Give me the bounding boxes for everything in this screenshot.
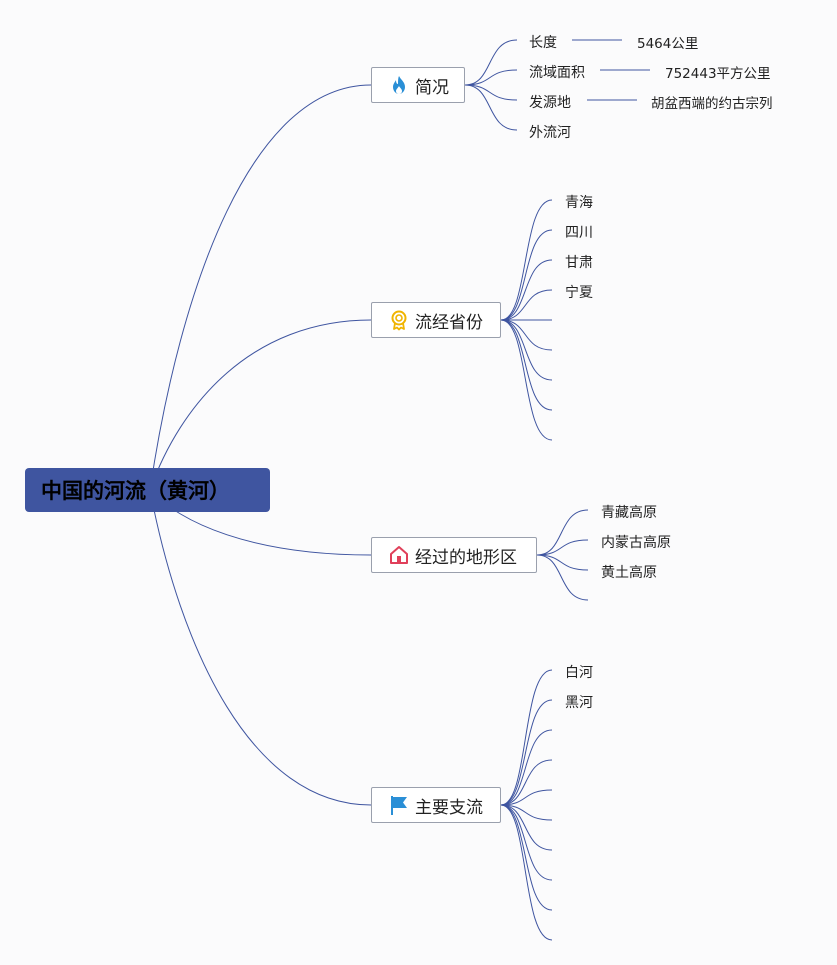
leaf-connector [500,319,553,411]
leaf-connector [500,804,553,941]
root-topic[interactable]: 中国的河流（黄河） [25,468,270,512]
leaf-connector [500,804,553,881]
leaf-connector [464,84,518,101]
leaf-connector [500,319,553,381]
leaf-province[interactable]: 宁夏 [565,285,593,301]
leaf-connector [464,84,518,131]
home-icon [388,544,410,566]
leaf-connector [500,789,553,806]
leaf-province[interactable]: 青海 [565,195,593,211]
leaf-length-value[interactable]: 5464公里 [637,36,699,52]
leaf-terrain[interactable]: 青藏高原 [601,505,657,521]
flame-icon [388,74,410,96]
leaf-connector [500,669,553,806]
leaf-basin-area-value[interactable]: 752443平方公里 [665,66,771,82]
root-topic-label: 中国的河流（黄河） [41,479,230,503]
branch-label: 经过的地形区 [415,547,517,568]
leaf-connector [500,289,553,321]
leaf-connector [500,699,553,806]
leaf-connector [464,69,518,86]
leaf-connector [536,509,589,556]
leaf-connector [500,759,553,806]
leaf-source[interactable]: 发源地 [529,95,571,111]
leaf-connector [500,229,553,321]
leaf-exorheic[interactable]: 外流河 [529,125,571,141]
leaf-connector [536,554,589,571]
branch-label: 简况 [415,77,449,98]
leaf-connector [464,39,518,86]
branch-overview[interactable]: 简况 [371,67,465,103]
branch-label: 主要支流 [415,797,483,818]
branch-terrain[interactable]: 经过的地形区 [371,537,537,573]
leaf-connector [500,804,553,821]
leaf-connector [500,804,553,911]
leaf-province[interactable]: 四川 [565,225,593,241]
leaf-length[interactable]: 长度 [529,35,557,51]
leaf-basin-area[interactable]: 流域面积 [529,65,585,81]
flag-icon [388,794,410,816]
leaf-connector [500,199,553,321]
leaf-province[interactable]: 甘肃 [565,255,593,271]
root-branch-connector [149,319,372,491]
branch-tributaries[interactable]: 主要支流 [371,787,501,823]
leaf-connector [500,729,553,806]
leaf-terrain[interactable]: 黄土高原 [601,565,657,581]
leaf-source-value[interactable]: 胡盆西端的约古宗列 [651,96,773,112]
leaf-connector [500,319,553,351]
leaf-connector [536,539,589,556]
branch-provinces[interactable]: 流经省份 [371,302,501,338]
leaf-terrain[interactable]: 内蒙古高原 [601,535,671,551]
root-branch-connector [149,489,372,806]
root-branch-connector [149,84,372,491]
leaf-tributary[interactable]: 黑河 [565,695,593,711]
award-ribbon-icon [388,309,410,331]
leaf-tributary[interactable]: 白河 [565,665,593,681]
leaf-connector [536,554,589,601]
leaf-connector [500,259,553,321]
leaf-connector [500,319,553,441]
leaf-connector [500,804,553,851]
branch-label: 流经省份 [415,312,483,333]
